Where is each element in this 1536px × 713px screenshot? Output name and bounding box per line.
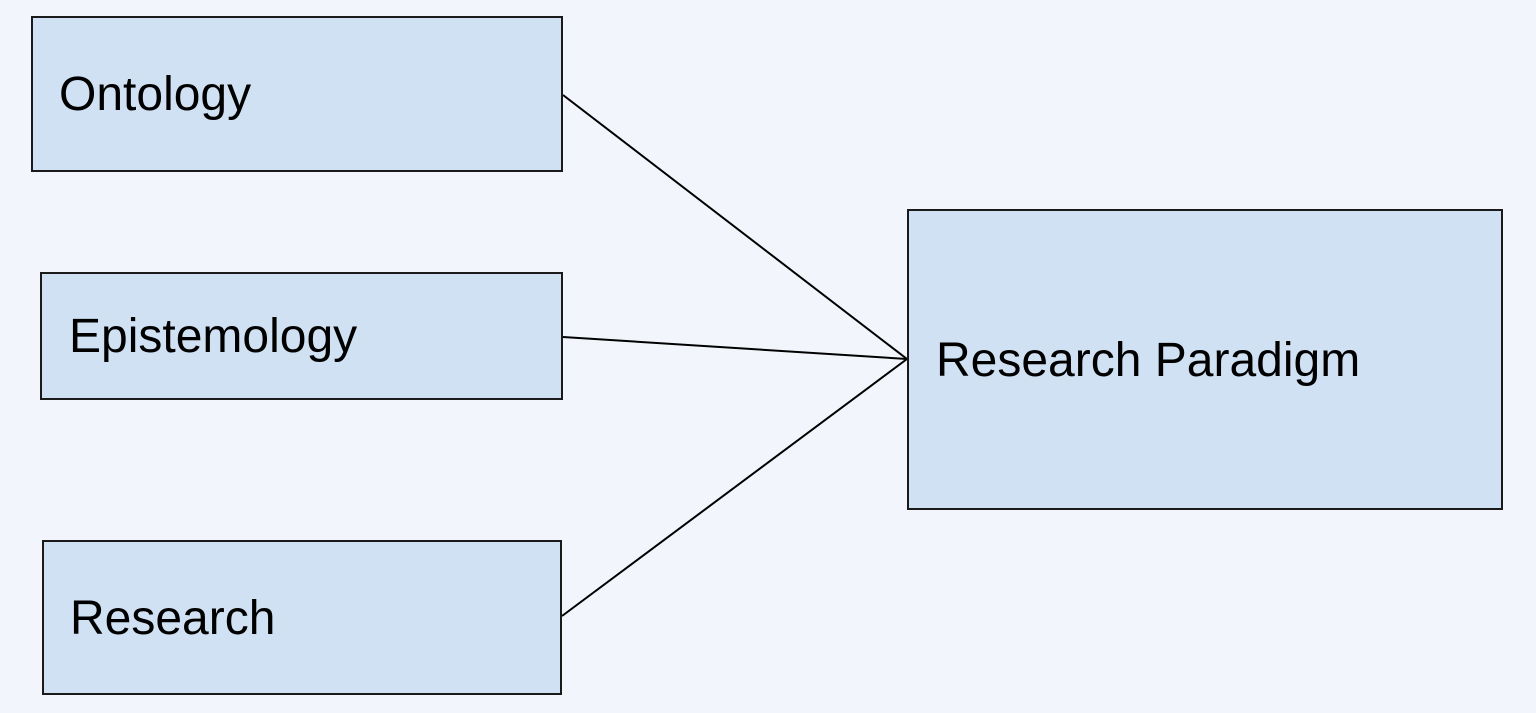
node-research-paradigm: Research Paradigm bbox=[907, 209, 1503, 510]
node-research-label: Research bbox=[70, 592, 276, 645]
node-research: Research bbox=[42, 540, 562, 695]
node-research-paradigm-label: Research Paradigm bbox=[936, 334, 1361, 387]
edge-epistemology-to-paradigm bbox=[562, 336, 908, 360]
node-ontology: Ontology bbox=[31, 16, 563, 172]
edge-research-to-paradigm bbox=[561, 358, 908, 617]
node-ontology-label: Ontology bbox=[59, 67, 252, 121]
node-epistemology: Epistemology bbox=[40, 272, 563, 400]
node-epistemology-label: Epistemology bbox=[69, 309, 358, 363]
edge-ontology-to-paradigm bbox=[562, 94, 908, 360]
